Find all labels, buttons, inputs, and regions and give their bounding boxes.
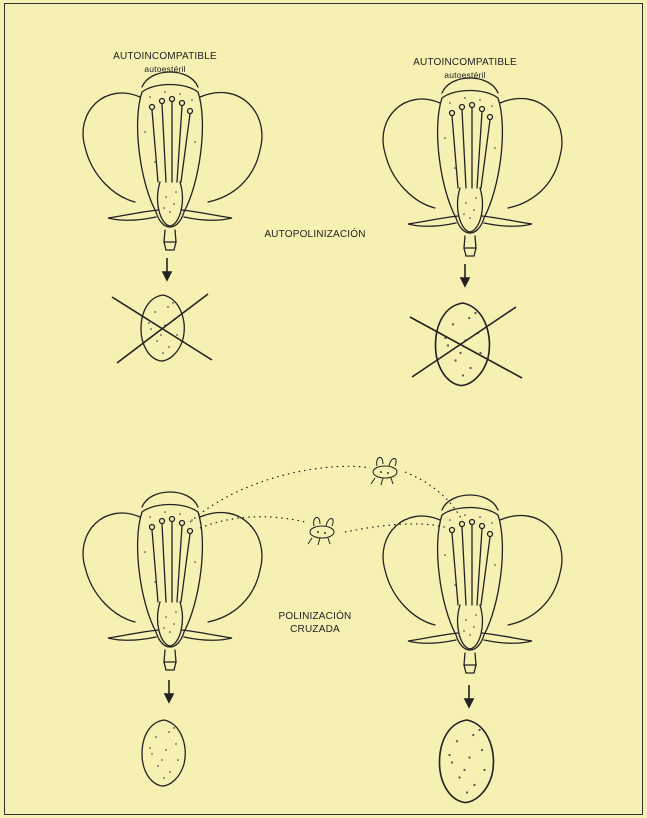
- arrow-down-icon: [163, 258, 171, 280]
- insect-icon: [308, 517, 334, 545]
- cross-out-mark: [410, 307, 522, 378]
- arrow-down-icon: [165, 680, 173, 702]
- pollen-path: [190, 466, 462, 532]
- seed-icon: [436, 303, 490, 386]
- flower-icon: [83, 72, 262, 250]
- arrow-down-icon: [465, 685, 473, 707]
- flower-icon: [83, 492, 262, 670]
- seed-icon: [440, 720, 494, 803]
- arrow-down-icon: [461, 264, 469, 286]
- flower-icon: [383, 78, 562, 256]
- cross-out-mark: [112, 294, 212, 363]
- insect-icon: [371, 457, 397, 485]
- seed-icon: [142, 720, 185, 786]
- flower-icon: [383, 495, 562, 673]
